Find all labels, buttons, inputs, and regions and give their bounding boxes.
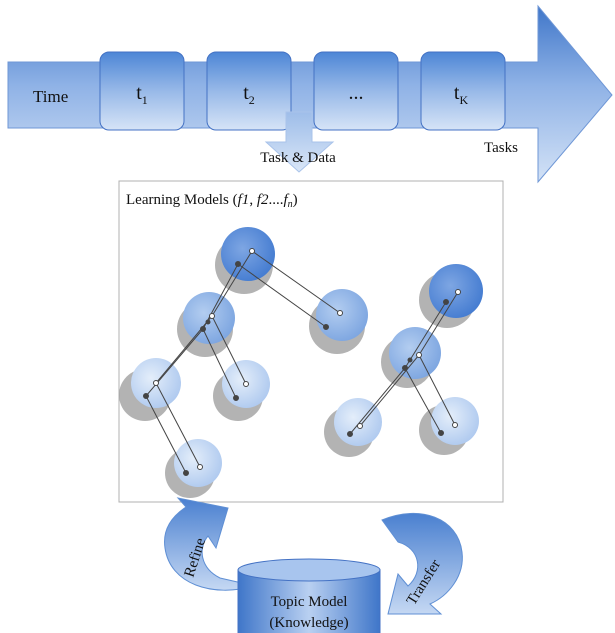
task-slot-ellipsis-label: ... [349, 82, 364, 104]
timeline-arrow-body [7, 4, 613, 184]
task-data-down-arrow [264, 111, 335, 173]
task-slot-t1: t1 [99, 51, 185, 131]
knowledge-label: (Knowledge) [269, 615, 348, 631]
task-data-label: Task & Data [260, 150, 336, 166]
left-tree-joints [143, 248, 343, 476]
topic-model-cylinder: Topic Model (Knowledge) [237, 558, 381, 633]
tasks-label: Tasks [484, 140, 518, 156]
right-tree-low-left-node [334, 398, 382, 446]
task-slot-tk-label: tK [454, 82, 469, 107]
task-slot-ellipsis: ... [313, 51, 399, 131]
left-tree [119, 227, 368, 498]
learning-models-title: Learning Models (f1, f2....fn) [126, 192, 298, 210]
right-tree-low-right-node [431, 397, 479, 445]
transfer-arrow: Transfer [381, 512, 463, 615]
topic-model-label: Topic Model [271, 594, 348, 610]
task-slot-t2-label: t2 [243, 82, 255, 107]
task-slot-t1-label: t1 [136, 82, 148, 107]
left-tree-root-node [221, 227, 275, 281]
transfer-arrow-shape [381, 512, 463, 615]
right-tree-mid-node [389, 327, 441, 379]
left-tree-edges [145, 250, 341, 474]
time-label: Time [33, 87, 68, 106]
task-slot-t2: t2 [206, 51, 292, 131]
cylinder-top [237, 558, 381, 582]
timeline-arrow [7, 4, 613, 184]
refine-arrow-shape [164, 497, 256, 591]
task-slot-tk: tK [420, 51, 506, 131]
right-tree-edges [349, 291, 459, 435]
right-tree-joints [347, 289, 461, 437]
right-tree [324, 264, 483, 457]
